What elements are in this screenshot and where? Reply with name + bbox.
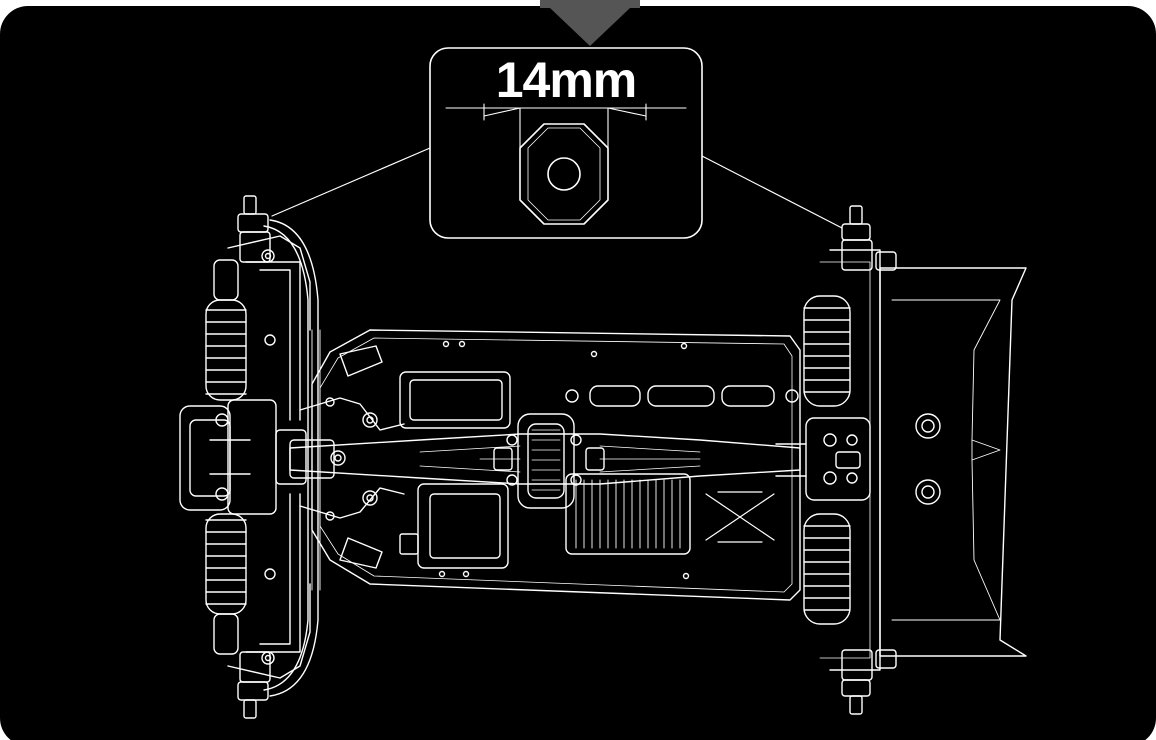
steering-assembly: [299, 397, 405, 521]
rear-axle-assembly: [775, 205, 897, 715]
spur-gear: [506, 413, 582, 509]
hex-nut-icon: [519, 123, 609, 225]
wrench-size-label: 14mm: [495, 52, 638, 108]
rear-wing: [879, 267, 1027, 657]
servo: [399, 483, 509, 569]
rear-shock-top: [803, 295, 851, 407]
rear-shock-bottom: [803, 513, 851, 625]
leader-lines: [271, 147, 843, 229]
front-axle-assembly: [179, 195, 319, 719]
motor: [565, 473, 775, 555]
esc-box: [399, 371, 511, 429]
callout-box: [429, 47, 703, 239]
down-arrow-icon: [540, 0, 640, 46]
center-driveshaft: [289, 433, 801, 485]
front-shock-bottom: [205, 513, 247, 655]
dimension-lines: [445, 103, 687, 149]
front-shock-top: [205, 259, 247, 401]
chassis-plate: [311, 329, 801, 601]
